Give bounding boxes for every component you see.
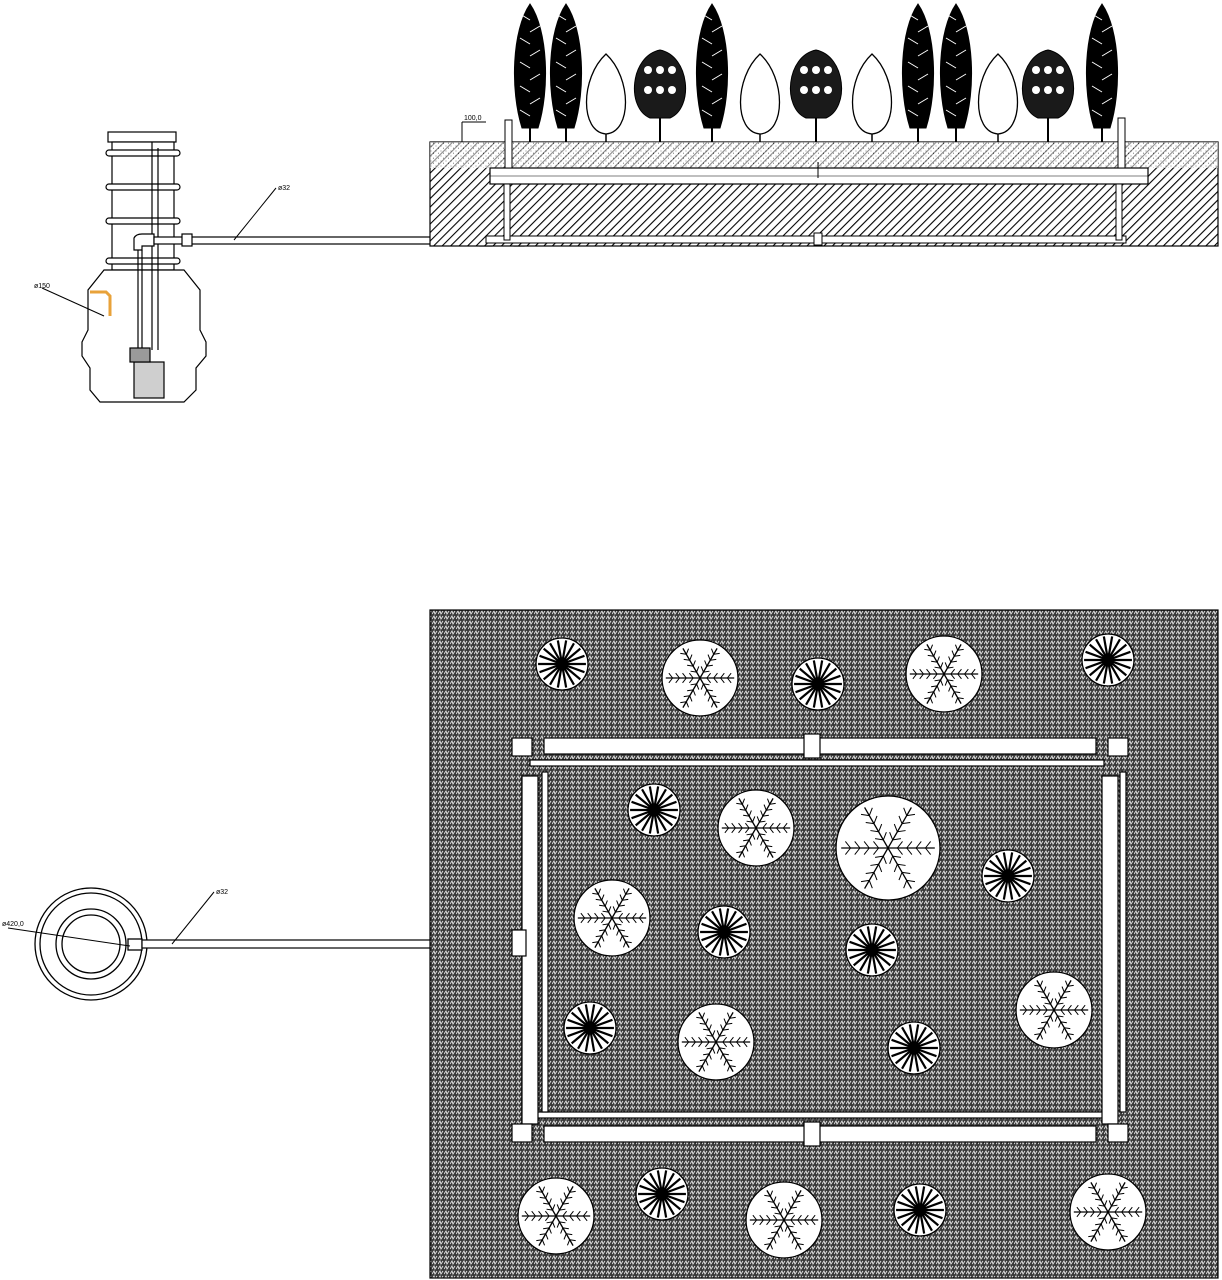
tank-plan bbox=[34, 887, 148, 1001]
tank-rib bbox=[105, 217, 181, 225]
tree-elevation bbox=[901, 3, 935, 142]
tank-outer-ring bbox=[39, 892, 143, 996]
tank-riser bbox=[111, 141, 175, 271]
tank-body bbox=[81, 269, 207, 403]
loop-corner-fitting bbox=[511, 1123, 533, 1143]
tree-plan-canopy bbox=[573, 879, 651, 957]
plan-pipe-label: ø32 bbox=[216, 889, 228, 896]
loop-corner-fitting bbox=[1107, 737, 1129, 757]
tree-plan-shrub bbox=[981, 849, 1035, 903]
ground-label: 100,0 bbox=[464, 115, 482, 122]
loop-corner-fitting bbox=[511, 737, 533, 757]
loop-pipe-right bbox=[1101, 775, 1119, 1125]
loop-pipe-right-inner bbox=[1119, 771, 1127, 1113]
tree-plan-shrub bbox=[627, 783, 681, 837]
loop-pipe-bottom-inner bbox=[529, 1111, 1105, 1119]
loop-tee-fitting bbox=[511, 929, 527, 957]
loop-corner-fitting bbox=[1107, 1123, 1129, 1143]
tree-plan-canopy bbox=[835, 795, 941, 901]
tank-section bbox=[81, 131, 207, 403]
tree-plan-shrub bbox=[697, 905, 751, 959]
tank-leader bbox=[7, 927, 131, 947]
plan-pipe-leader bbox=[171, 891, 215, 945]
tank-inner-ring bbox=[61, 914, 121, 974]
tree-plan-canopy bbox=[517, 1177, 595, 1255]
section-view: ø150 ø32 100,0 bbox=[34, 3, 1219, 403]
tank-label: ø420,0 bbox=[2, 921, 24, 928]
tree-elevation bbox=[852, 53, 892, 142]
tree-plan-shrub bbox=[791, 657, 845, 711]
tree-elevation bbox=[586, 53, 626, 142]
soil-bed-section: 100,0 bbox=[429, 115, 1219, 247]
tree-elevation bbox=[695, 3, 729, 142]
pipe-coupling bbox=[181, 233, 193, 247]
pump-motor bbox=[129, 347, 151, 363]
trees-row bbox=[513, 3, 1119, 142]
pump bbox=[133, 361, 165, 399]
loop-pipe-left-inner bbox=[541, 771, 549, 1113]
inlet-label: ø150 bbox=[34, 283, 50, 290]
plan-trees bbox=[517, 633, 1147, 1259]
tree-plan-shrub bbox=[845, 923, 899, 977]
pipe-coupling bbox=[813, 232, 823, 246]
vent-pipe bbox=[1117, 117, 1126, 169]
inflow-pipe bbox=[485, 235, 1127, 244]
tree-plan-canopy bbox=[677, 1003, 755, 1081]
tree-plan-canopy bbox=[905, 635, 983, 713]
tank-inner-ring bbox=[55, 908, 127, 980]
tree-plan-canopy bbox=[661, 639, 739, 717]
inflow-riser bbox=[1115, 183, 1123, 241]
tree-plan-canopy bbox=[745, 1181, 823, 1259]
tree-elevation bbox=[513, 3, 547, 142]
pipe-label: ø32 bbox=[278, 185, 290, 192]
inlet-pipe-accent bbox=[90, 290, 112, 316]
plan-view: ø420,0 ø32 bbox=[2, 609, 1219, 1279]
tree-plan-shrub bbox=[535, 637, 589, 691]
tree-plan-canopy bbox=[717, 789, 795, 867]
tree-elevation bbox=[978, 53, 1018, 142]
loop-tee-fitting bbox=[803, 1121, 821, 1147]
tree-plan-canopy bbox=[1069, 1173, 1147, 1251]
tree-plan-shrub bbox=[563, 1001, 617, 1055]
tree-elevation bbox=[939, 3, 973, 142]
tree-elevation bbox=[789, 49, 843, 142]
loop-pipe-top-inner bbox=[529, 759, 1105, 767]
tank-rib bbox=[105, 257, 181, 265]
vent-pipe bbox=[504, 119, 513, 169]
tree-plan-shrub bbox=[635, 1167, 689, 1221]
loop-tee-fitting bbox=[803, 733, 821, 759]
tank-riser-cap bbox=[107, 131, 177, 143]
tree-plan-shrub bbox=[1081, 633, 1135, 687]
tank-outlet-fitting bbox=[127, 938, 143, 951]
tree-elevation bbox=[1021, 49, 1075, 142]
tree-elevation bbox=[740, 53, 780, 142]
tank-rib bbox=[105, 183, 181, 191]
distribution-loop bbox=[511, 733, 1129, 1147]
tree-plan-shrub bbox=[887, 1021, 941, 1075]
discharge-elbow bbox=[133, 233, 155, 251]
tree-plan-canopy bbox=[1015, 971, 1093, 1049]
tree-plan-shrub bbox=[893, 1183, 947, 1237]
tank-rib bbox=[105, 149, 181, 157]
tree-elevation bbox=[1085, 3, 1119, 142]
pipe-leader bbox=[233, 187, 277, 241]
inflow-riser bbox=[503, 183, 511, 241]
soil-field bbox=[429, 609, 1219, 1279]
inlet-leader bbox=[41, 287, 105, 317]
tree-elevation bbox=[549, 3, 583, 142]
tree-elevation bbox=[633, 49, 687, 142]
top-soil-layer bbox=[430, 142, 1218, 168]
